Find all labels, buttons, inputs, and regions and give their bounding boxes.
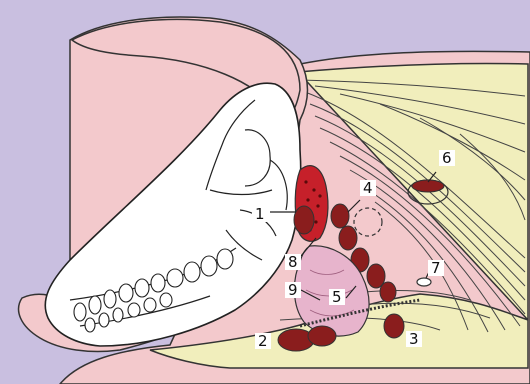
label-3: 3 [406,331,422,347]
lymph-node-1 [294,206,314,234]
label-5: 5 [329,289,345,305]
label-2: 2 [255,333,271,349]
label-7: 7 [428,260,444,276]
label-9: 9 [285,282,301,298]
label-4: 4 [360,180,376,196]
lymph-node-3 [384,314,404,338]
label-1: 1 [252,206,268,222]
label-6: 6 [439,150,455,166]
label-8: 8 [285,254,301,270]
lymph-node-7 [417,278,431,286]
